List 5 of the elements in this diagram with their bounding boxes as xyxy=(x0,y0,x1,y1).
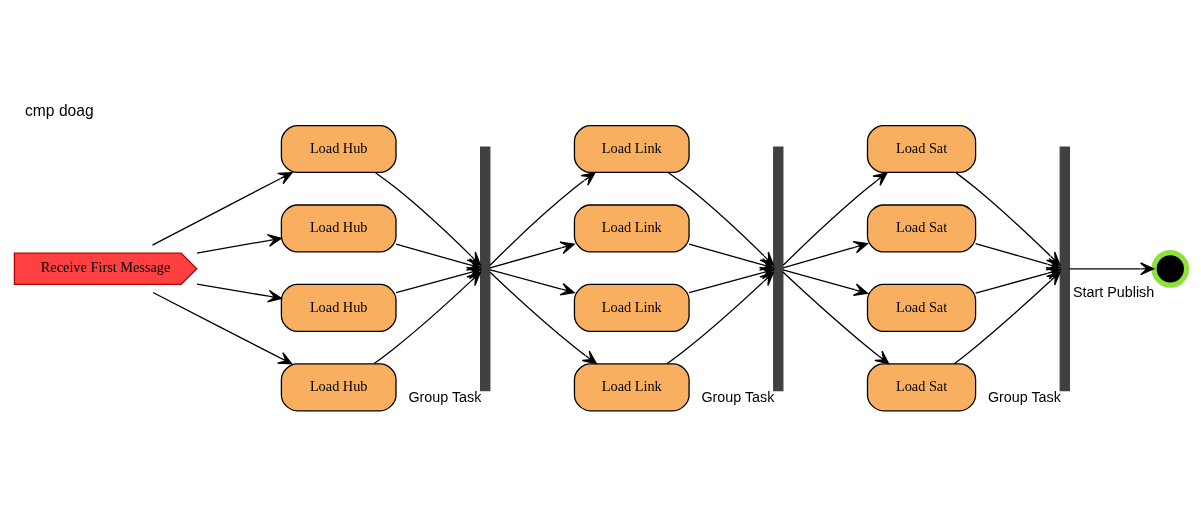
node-label: Start Publish xyxy=(1073,283,1155,300)
node-label: Group Task xyxy=(408,389,482,406)
diagram-title: cmp doag xyxy=(25,101,94,119)
node-label: Group Task xyxy=(701,389,775,406)
node-label: Group Task xyxy=(987,389,1061,406)
